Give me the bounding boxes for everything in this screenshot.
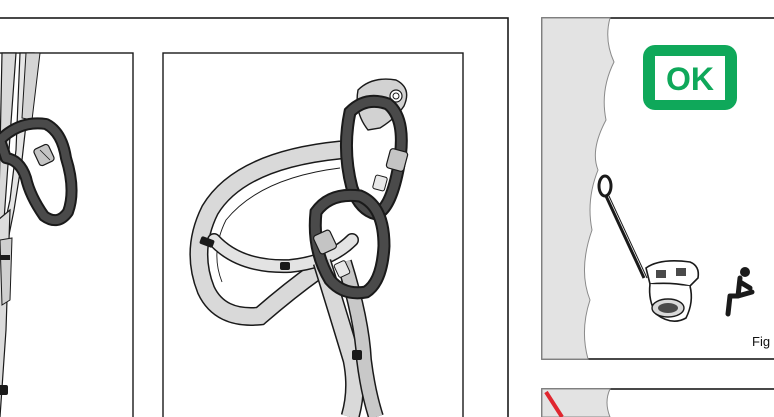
panel-sling-carabiners <box>163 53 463 417</box>
panel-lanyard-connection <box>0 53 133 417</box>
figure-caption: Fig <box>752 334 770 349</box>
ok-label: OK <box>666 61 714 97</box>
panel-ok-scenario: OK Fig <box>542 18 774 359</box>
panel-warning-scenario <box>542 389 774 417</box>
ok-badge: OK <box>643 45 737 110</box>
